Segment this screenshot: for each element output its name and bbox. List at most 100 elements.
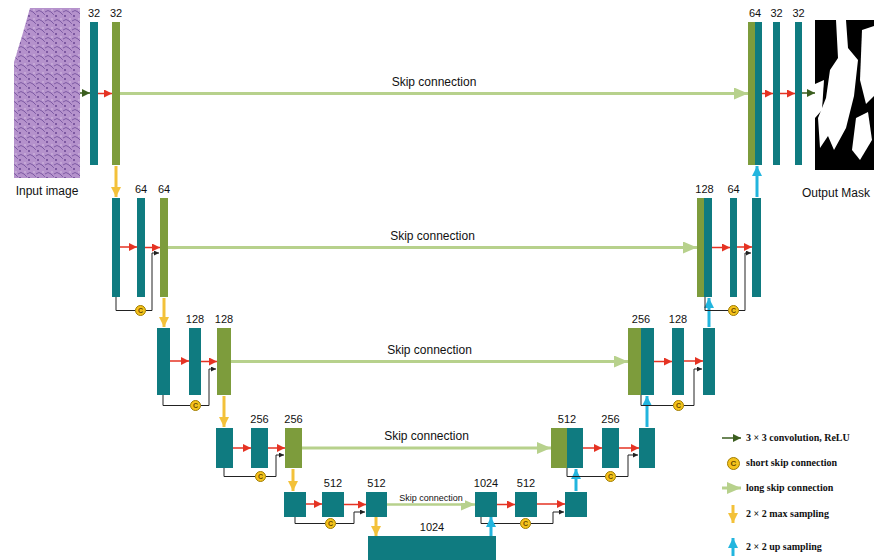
connection-arrow — [231, 360, 628, 363]
connection-arrow — [145, 247, 160, 249]
legend-text: long skip connection — [746, 482, 833, 494]
feature-bars — [112, 198, 761, 517]
connection-arrow — [583, 447, 602, 449]
channel-count: 256 — [601, 413, 619, 425]
feature-map-bar: 128 — [697, 198, 712, 297]
feature-map-bar: 256 — [628, 328, 654, 395]
channel-count: 1024 — [474, 477, 498, 489]
channel-count: 32 — [110, 7, 122, 19]
concat-circle: C — [673, 400, 684, 411]
channel-count: 256 — [632, 313, 650, 325]
channel-count: 512 — [324, 477, 342, 489]
channel-count: 128 — [186, 313, 204, 325]
connection-arrow — [387, 503, 475, 506]
feature-map-bar: 512 — [515, 492, 537, 517]
concat-symbol: C — [608, 473, 613, 480]
concat-symbol: C — [258, 473, 263, 480]
edge-label: Skip connection — [397, 493, 465, 503]
output-mask — [815, 20, 874, 170]
feature-map-bar: 512 — [366, 492, 387, 517]
connection-arrow — [497, 504, 515, 506]
channel-count: 256 — [250, 413, 268, 425]
feature-map-bar: 128 — [672, 328, 684, 395]
concat-circle: C — [255, 471, 266, 482]
feature-map-bar: 32 — [795, 22, 802, 165]
concat-circle: C — [325, 518, 336, 529]
connection-arrow — [712, 247, 730, 249]
connection-arrow — [762, 93, 773, 95]
channel-count: 64 — [749, 7, 761, 19]
concat-symbol: C — [523, 520, 528, 527]
channel-count: 64 — [727, 183, 739, 195]
channel-count: 512 — [517, 477, 535, 489]
concat-symbol: C — [676, 402, 681, 409]
channel-count: 256 — [284, 413, 302, 425]
channel-count: 512 — [367, 477, 385, 489]
feature-map-bar: 64 — [137, 198, 145, 297]
edge-label: Skip connection — [385, 344, 474, 357]
feature-map-bar: 256 — [602, 428, 619, 468]
io-arrows — [80, 92, 815, 94]
concat-circle: C — [605, 471, 616, 482]
feature-map-bar: 1024 — [475, 492, 497, 517]
channel-count: 512 — [558, 413, 576, 425]
connection-arrow — [168, 246, 697, 249]
conv-arrows — [120, 247, 752, 504]
channel-count: 1024 — [420, 521, 444, 533]
pool-arrows — [116, 166, 293, 491]
image-caption: Input image — [16, 184, 79, 198]
legend-symbol-text: C — [731, 460, 737, 467]
connection-arrow — [302, 447, 551, 450]
connection-arrow — [654, 361, 672, 363]
legend-text: 3 × 3 convolution, ReLU — [746, 432, 850, 444]
feature-map-bar: 256 — [285, 428, 302, 468]
image-caption: Output Mask — [802, 186, 870, 200]
channel-count: 32 — [88, 7, 100, 19]
legend-text: 2 × 2 up sampling — [746, 541, 822, 553]
legend-text: short skip connection — [746, 457, 837, 469]
feature-map-bar: 32 — [90, 22, 98, 165]
feature-map-bar: 64 — [748, 22, 762, 165]
legend-symbol: C — [727, 457, 740, 470]
connection-arrow — [120, 92, 748, 95]
concat-circle: C — [728, 305, 739, 316]
feature-map-bar: 512 — [322, 492, 344, 517]
feature-map-bar: 32 — [112, 22, 120, 165]
feature-map-bar: 64 — [730, 198, 737, 297]
feature-map-bar: 256 — [251, 428, 268, 468]
concat-symbol: C — [328, 520, 333, 527]
channel-count: 32 — [792, 7, 804, 19]
concat-circle: C — [190, 400, 201, 411]
sampling-arrow — [490, 517, 493, 536]
connection-arrow — [98, 93, 112, 95]
concat-symbol: C — [731, 307, 736, 314]
upsample-arrows — [576, 166, 757, 491]
connection-arrow — [201, 361, 217, 363]
concat-circle: C — [520, 518, 531, 529]
channel-count: 128 — [215, 313, 233, 325]
feature-map-bar: 1024 — [368, 536, 496, 560]
concat-symbol: C — [193, 402, 198, 409]
channel-count: 128 — [669, 313, 687, 325]
feature-map-bar: 32 — [773, 22, 780, 165]
concat-circle: C — [135, 305, 146, 316]
feature-map-bar: 128 — [217, 328, 231, 395]
connection-arrow — [344, 504, 366, 506]
edge-label: Skip connection — [390, 76, 479, 89]
legend-text: 2 × 2 max sampling — [746, 508, 829, 520]
concat-symbol: C — [138, 307, 143, 314]
edge-label: Skip connection — [382, 430, 471, 443]
feature-map-bar: 64 — [160, 198, 168, 297]
channel-count: 64 — [158, 183, 170, 195]
feature-map-bar: 512 — [551, 428, 583, 468]
connection-arrow — [268, 447, 285, 449]
edge-label: Skip connection — [388, 230, 477, 243]
channel-count: 32 — [770, 7, 782, 19]
channel-count: 64 — [135, 183, 147, 195]
connection-arrow — [780, 93, 795, 95]
sampling-arrow — [375, 517, 378, 536]
feature-map-bar: 128 — [189, 328, 201, 395]
legend-samples — [722, 438, 741, 556]
channel-count: 128 — [695, 183, 713, 195]
